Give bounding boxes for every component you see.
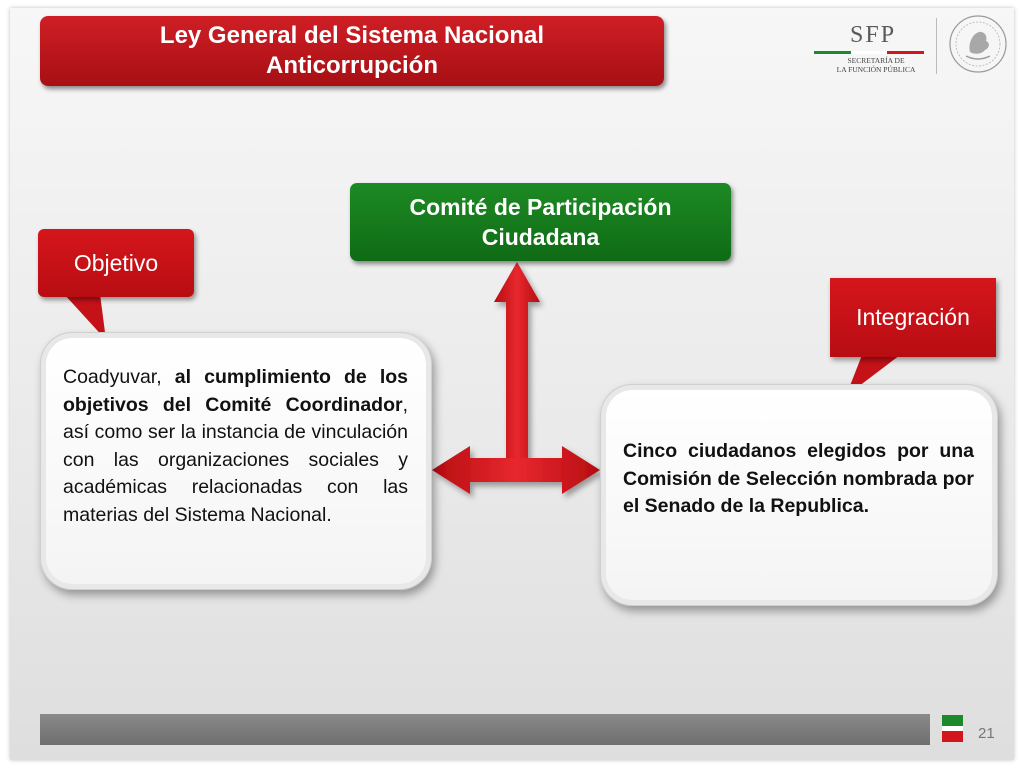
footer-bar: [40, 714, 930, 745]
slide-title-box: Ley General del Sistema Nacional Anticor…: [40, 16, 664, 86]
committee-title: Comité de Participación Ciudadana: [409, 194, 672, 250]
slide-title: Ley General del Sistema Nacional Anticor…: [159, 22, 545, 79]
objective-text-box: Coadyuvar, al cumplimiento de los objeti…: [46, 338, 426, 584]
up-arrow: [494, 262, 540, 462]
logo-divider: [936, 18, 937, 74]
sfp-logo-subtitle: SECRETARÍA DE LA FUNCIÓN PÚBLICA: [836, 56, 916, 74]
sfp-tricolor-bar: [814, 51, 925, 54]
integration-callout-tail: [846, 355, 900, 396]
mexico-flag-icon: [942, 715, 963, 742]
integration-text-box: Cinco ciudadanos elegidos por una Comisi…: [606, 390, 992, 600]
objective-label: Objetivo: [38, 229, 194, 297]
sfp-logo-text: SFP: [850, 22, 897, 48]
mexico-coat-of-arms-seal-icon: [949, 15, 1007, 73]
sfp-logo: SFP SECRETARÍA DE LA FUNCIÓN PÚBLICA: [814, 15, 1014, 78]
page-number: 21: [978, 725, 995, 742]
integration-label: Integración: [830, 278, 996, 357]
committee-title-box: Comité de Participación Ciudadana: [350, 183, 731, 261]
left-right-arrow: [432, 446, 600, 494]
objective-callout-tail: [64, 294, 106, 340]
